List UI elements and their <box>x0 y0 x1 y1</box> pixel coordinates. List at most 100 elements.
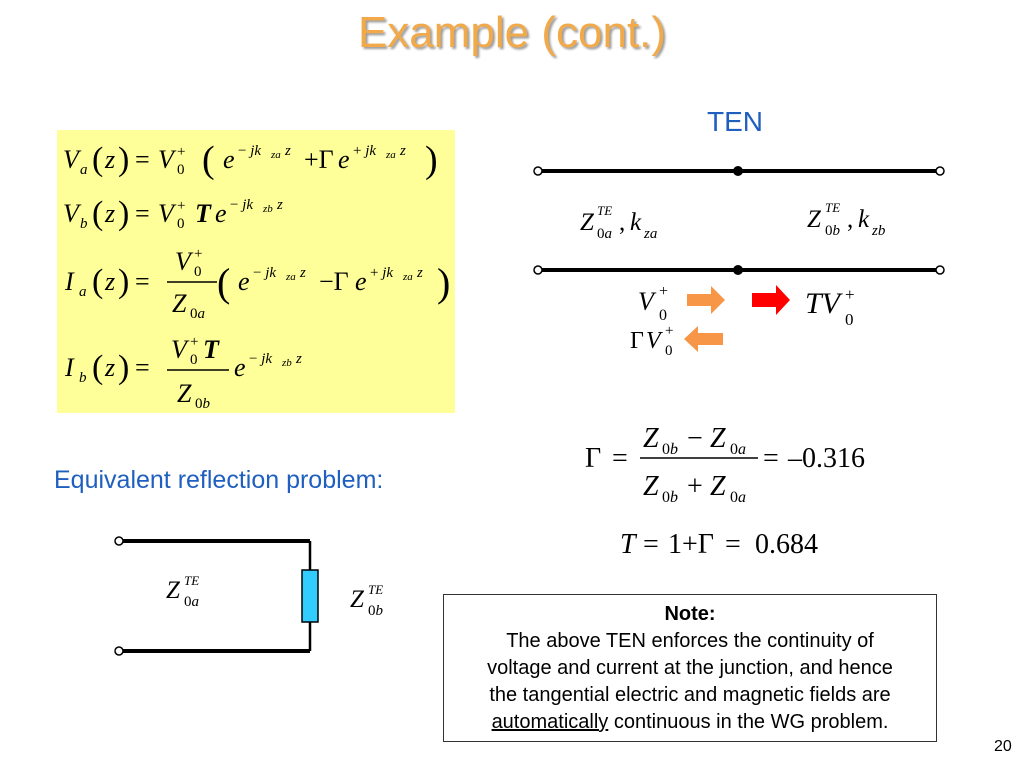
svg-text:Z: Z <box>807 206 822 233</box>
svg-text:=: = <box>135 199 150 228</box>
equation-va: V a ( z ) = V + 0 ( e − jk za z +Γ e + j… <box>63 139 438 181</box>
svg-text:TE: TE <box>825 200 840 215</box>
svg-text:+: + <box>177 198 185 214</box>
svg-text:(: ( <box>92 349 103 386</box>
equivalent-problem-label: Equivalent reflection problem: <box>54 466 384 494</box>
svg-text:za: za <box>385 149 396 161</box>
svg-text:e: e <box>238 267 250 296</box>
svg-text:,: , <box>619 209 625 236</box>
svg-text:+: + <box>845 285 855 304</box>
terminal-node <box>935 265 945 275</box>
svg-text:0b: 0b <box>662 441 678 458</box>
svg-text:Z: Z <box>710 423 726 454</box>
svg-text:zb: zb <box>871 223 886 239</box>
svg-text:za: za <box>285 271 296 283</box>
svg-text:Z: Z <box>350 586 365 613</box>
terminal-node <box>935 166 945 176</box>
transmitted-wave-label: TV + 0 <box>805 285 855 329</box>
note-box: Note: The above TEN enforces the continu… <box>443 594 937 742</box>
slide-title: Example (cont.) <box>357 8 667 57</box>
svg-text:0: 0 <box>659 307 667 324</box>
svg-text:za: za <box>643 226 657 242</box>
svg-text:0: 0 <box>177 216 185 232</box>
equation-vb: V b ( z ) = V + 0 T e − jk zb z <box>63 195 283 232</box>
svg-text:+ jk: + jk <box>353 143 376 159</box>
load-resistor-icon <box>301 569 319 623</box>
reflected-wave-label: Γ V + 0 <box>630 323 673 359</box>
svg-text:−: − <box>687 423 703 454</box>
svg-text:=: = <box>135 353 150 382</box>
svg-text:–0.316: –0.316 <box>787 443 865 474</box>
svg-text:z: z <box>104 199 115 228</box>
svg-text:): ) <box>118 349 129 386</box>
svg-text:0a: 0a <box>184 594 199 610</box>
svg-text:zb: zb <box>262 203 273 215</box>
svg-text:Γ: Γ <box>585 443 601 474</box>
ten-diagram: Z TE 0a , k za Z TE 0b , k zb V + 0 TV +… <box>533 166 945 359</box>
svg-text:TE: TE <box>368 582 383 597</box>
svg-text:TE: TE <box>184 573 199 588</box>
svg-text:): ) <box>437 260 450 305</box>
svg-text:Z: Z <box>172 289 187 318</box>
svg-text:a: a <box>80 162 88 178</box>
svg-text:+: + <box>659 283 668 300</box>
svg-text:za: za <box>270 149 281 161</box>
svg-text:+: + <box>190 334 198 350</box>
svg-text:0a: 0a <box>730 489 746 506</box>
svg-text:+Γ: +Γ <box>304 145 334 174</box>
line-b-params: Z TE 0b , k zb <box>807 200 886 239</box>
ten-label: TEN <box>707 106 763 137</box>
transmitted-arrow-icon <box>752 285 790 315</box>
note-line: the tangential electric and magnetic fie… <box>489 684 891 706</box>
svg-text:0: 0 <box>665 343 673 359</box>
svg-text:V: V <box>646 328 663 354</box>
svg-text:=: = <box>135 145 150 174</box>
line-a-params: Z TE 0a , k za <box>580 203 657 242</box>
svg-text:Z: Z <box>166 577 181 604</box>
svg-text:e: e <box>215 199 227 228</box>
svg-text:(: ( <box>92 195 103 232</box>
incident-wave-label: V + 0 <box>638 283 668 324</box>
svg-text:−Γ: −Γ <box>319 267 349 296</box>
svg-text:): ) <box>425 139 438 181</box>
reflected-arrow-icon <box>684 326 723 352</box>
svg-text:V: V <box>171 335 190 364</box>
svg-text:V: V <box>638 287 657 316</box>
terminal-node <box>533 265 543 275</box>
svg-text:I: I <box>64 267 75 296</box>
line-impedance-label: Z TE 0a <box>166 573 199 610</box>
svg-text:=: = <box>725 529 741 560</box>
svg-text:b: b <box>79 370 87 386</box>
svg-text:): ) <box>118 263 129 300</box>
svg-text:(: ( <box>217 260 230 305</box>
svg-text:(: ( <box>202 139 215 181</box>
equivalent-circuit: Z TE 0a Z TE 0b <box>114 536 384 656</box>
svg-text:1+Γ: 1+Γ <box>668 529 714 560</box>
svg-text:=: = <box>612 443 628 474</box>
svg-text:V: V <box>158 199 177 228</box>
note-emphasis: automatically <box>491 711 609 733</box>
svg-text:z: z <box>104 353 115 382</box>
svg-text:0a: 0a <box>190 306 205 322</box>
note-line: The above TEN enforces the continuity of <box>506 630 874 652</box>
svg-text:e: e <box>223 145 235 174</box>
svg-text:− jk: − jk <box>249 351 272 367</box>
svg-text:): ) <box>118 195 129 232</box>
svg-text:+: + <box>665 323 673 339</box>
svg-text:0b: 0b <box>368 603 384 619</box>
page-number: 20 <box>994 738 1012 755</box>
transmission-value: 0.684 <box>755 529 818 560</box>
gamma-formula: Γ = Z 0b − Z 0a Z 0b + Z 0a = –0.316 <box>585 423 865 506</box>
svg-text:Γ: Γ <box>630 328 644 354</box>
svg-text:TV: TV <box>805 287 844 320</box>
svg-text:0a: 0a <box>730 441 746 458</box>
junction-dot <box>733 166 743 176</box>
svg-text:): ) <box>118 141 129 178</box>
svg-text:z: z <box>104 145 115 174</box>
svg-text:z: z <box>416 265 423 281</box>
svg-text:Z: Z <box>710 471 726 502</box>
svg-text:+ jk: + jk <box>370 265 393 281</box>
svg-text:+: + <box>177 144 185 160</box>
svg-text:a: a <box>79 284 87 300</box>
svg-text:T: T <box>620 529 638 560</box>
